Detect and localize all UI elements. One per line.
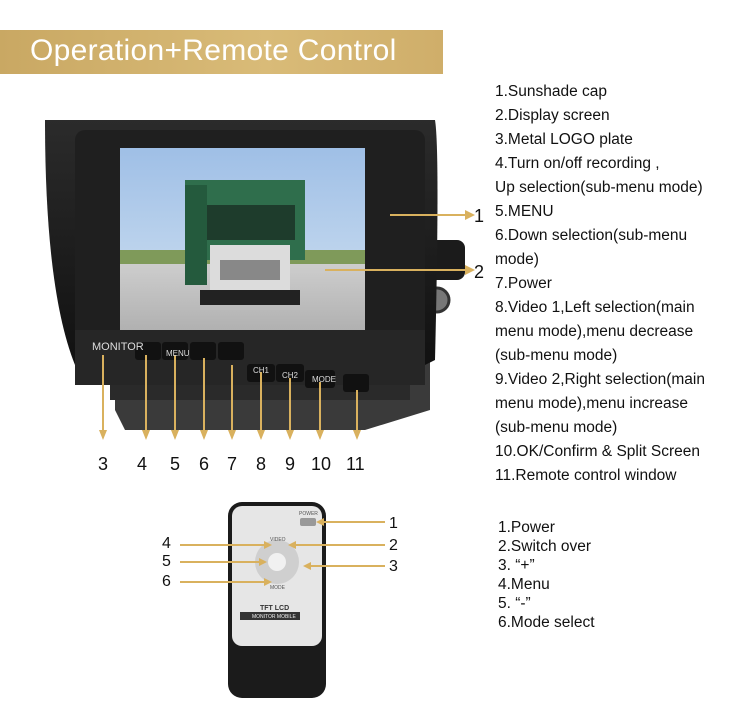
ch1-button-label: CH1	[253, 366, 270, 375]
legend-line: 11.Remote control window	[495, 467, 677, 484]
legend-line: menu mode),menu decrease	[495, 323, 694, 340]
callout-1: 1	[474, 206, 485, 226]
legend-line: Up selection(sub-menu mode)	[495, 179, 703, 196]
legend-line: 10.OK/Confirm & Split Screen	[495, 443, 701, 460]
remote-mode-label: MODE	[270, 585, 285, 591]
legend-line: (sub-menu mode)	[495, 347, 618, 364]
callout-7: 7	[227, 454, 238, 474]
remote-illustration	[180, 502, 385, 698]
remote-callout-5: 5	[162, 553, 171, 570]
callout-9: 9	[285, 454, 296, 474]
legend-line: 2.Display screen	[495, 107, 610, 124]
monitor-illustration	[45, 120, 475, 440]
legend-line: (sub-menu mode)	[495, 419, 618, 436]
remote-strip-label: MONITOR MOBILE	[252, 614, 296, 620]
monitor-legend: 1.Sunshade cap 2.Display screen 3.Metal …	[495, 80, 745, 488]
remote-callout-2: 2	[389, 537, 398, 554]
remote-callout-6: 6	[162, 573, 171, 590]
legend-line: 5.MENU	[495, 203, 554, 220]
legend-line: menu mode),menu increase	[495, 395, 688, 412]
remote-callout-1: 1	[389, 515, 398, 532]
remote-legend-line: 2.Switch over	[498, 538, 592, 555]
remote-power-label: POWER	[299, 511, 318, 517]
title-banner: Operation+Remote Control	[0, 30, 443, 74]
legend-line: 4.Turn on/off recording ,	[495, 155, 660, 172]
callout-11: 11	[346, 454, 365, 474]
legend-line: 1.Sunshade cap	[495, 83, 608, 100]
remote-legend-line: 6.Mode select	[498, 614, 595, 631]
legend-line: 6.Down selection(sub-menu	[495, 227, 688, 244]
legend-line: 8.Video 1,Left selection(main	[495, 299, 695, 316]
ch2-button-label: CH2	[282, 371, 299, 380]
legend-line: 9.Video 2,Right selection(main	[495, 371, 705, 388]
remote-callout-3: 3	[389, 558, 398, 575]
remote-tft-label: TFT LCD	[260, 605, 290, 612]
callout-2: 2	[474, 262, 485, 282]
remote-legend-line: 4.Menu	[498, 576, 550, 593]
monitor-logo-text: MONITOR	[92, 341, 144, 353]
page-title: Operation+Remote Control	[30, 34, 397, 67]
callout-8: 8	[256, 454, 267, 474]
remote-callout-4: 4	[162, 535, 171, 552]
callout-6: 6	[199, 454, 210, 474]
legend-line: 3.Metal LOGO plate	[495, 131, 633, 148]
callout-4: 4	[137, 454, 148, 474]
callout-3: 3	[98, 454, 109, 474]
remote-legend: 1.Power 2.Switch over 3. “+” 4.Menu 5. “…	[498, 518, 595, 632]
callout-5: 5	[170, 454, 181, 474]
remote-legend-line: 1.Power	[498, 519, 555, 536]
remote-legend-line: 5. “-”	[498, 595, 531, 612]
callout-10: 10	[311, 454, 332, 474]
menu-button-label: MENU	[166, 349, 190, 358]
legend-line: 7.Power	[495, 275, 552, 292]
remote-legend-line: 3. “+”	[498, 557, 535, 574]
legend-line: mode)	[495, 251, 539, 268]
mode-button-label: MODE	[312, 375, 336, 384]
remote-video-label: VIDEO	[270, 537, 286, 543]
